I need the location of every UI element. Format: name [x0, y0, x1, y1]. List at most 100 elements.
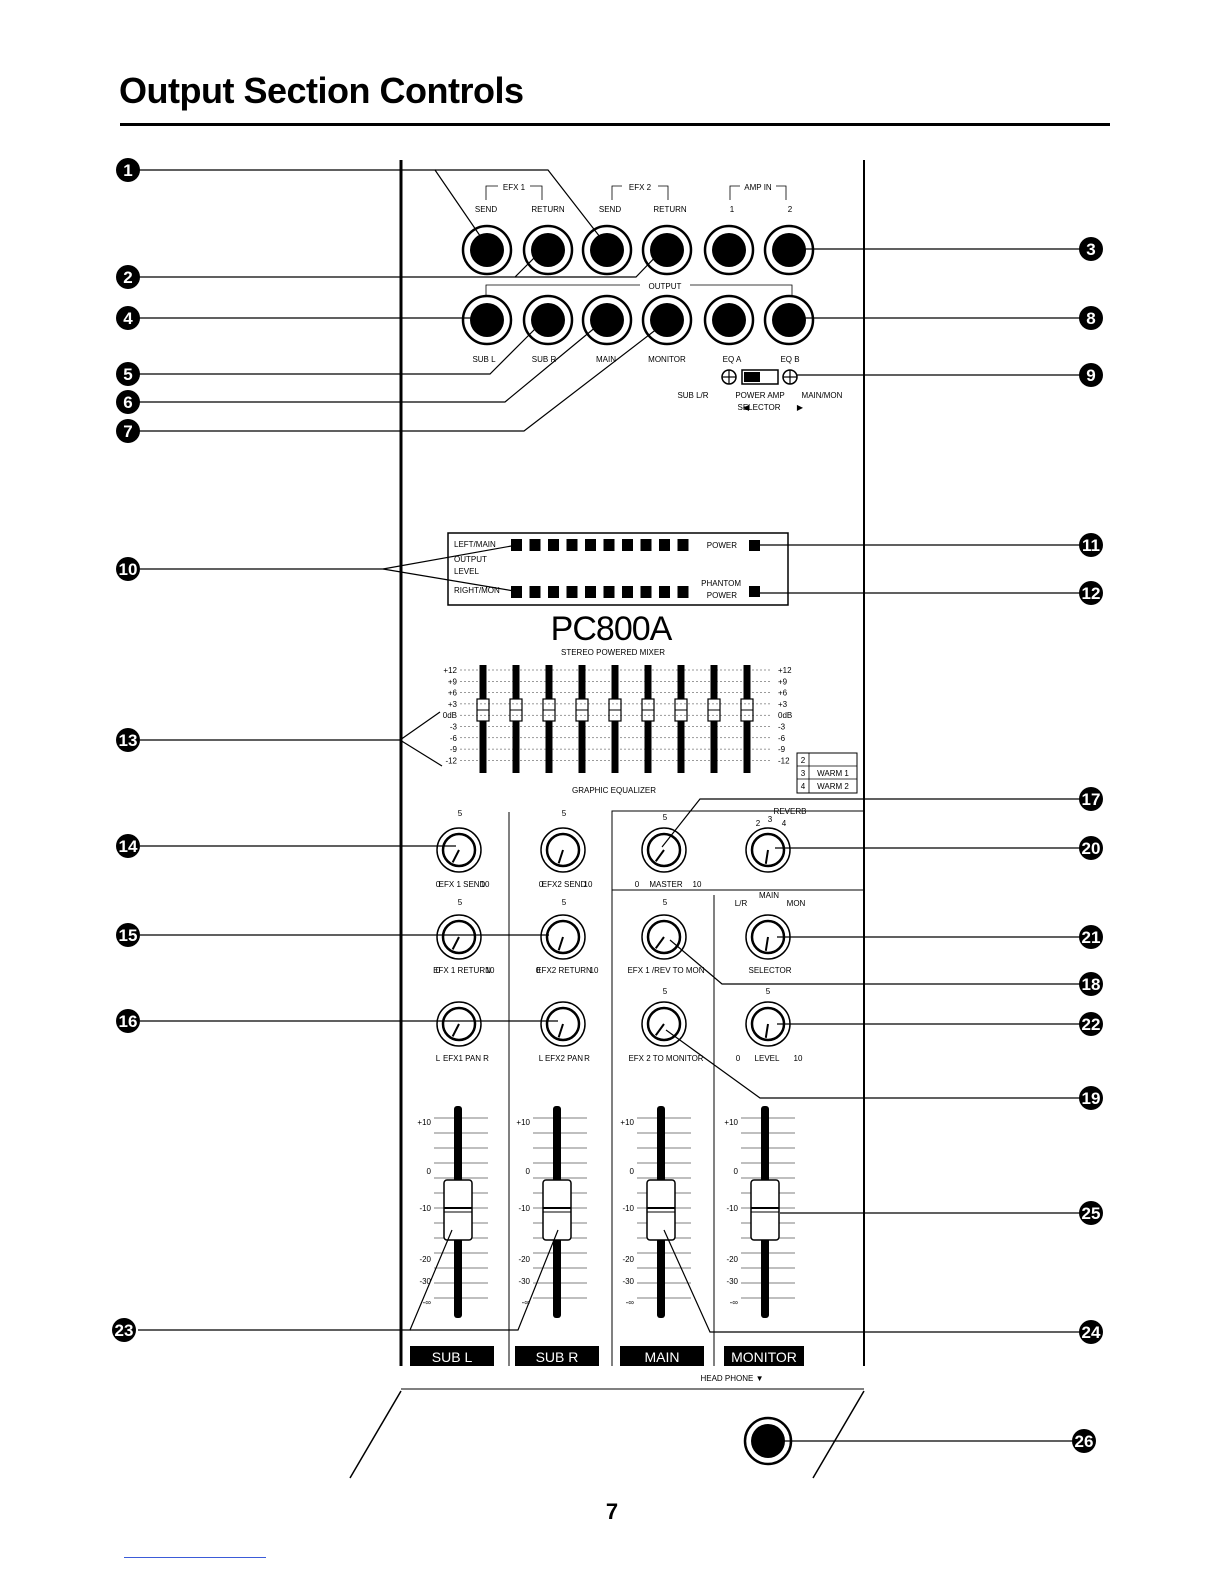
- efx2-pan-knob[interactable]: [540, 1001, 586, 1047]
- fader-1[interactable]: [434, 1106, 488, 1318]
- knob-center-mark: 5: [663, 898, 668, 907]
- selector-left-arrow: ◀: [743, 403, 750, 412]
- meter-output-label: OUTPUT: [454, 555, 487, 564]
- meter-level-label: LEVEL: [454, 567, 479, 576]
- knob-max-mark: 10: [794, 1054, 803, 1063]
- meter-led: [659, 586, 670, 598]
- eq-scale-left: -6: [450, 734, 458, 743]
- meter-led: [640, 586, 652, 598]
- meter-led: [659, 539, 670, 551]
- mon-label: MON: [787, 899, 806, 908]
- callout-8: 8: [1079, 306, 1103, 330]
- main-label: MAIN: [759, 891, 779, 900]
- level-knob[interactable]: [745, 1001, 791, 1047]
- fader-3[interactable]: [637, 1106, 691, 1318]
- reverb-preset-num-2: 2: [801, 756, 806, 765]
- reverb-mark-4: 4: [782, 819, 787, 828]
- efx1-return-knob[interactable]: [436, 914, 482, 960]
- bottom-jack-5[interactable]: [703, 294, 755, 346]
- callout-20: 20: [1079, 836, 1103, 860]
- eq-band-slider[interactable]: [707, 665, 721, 773]
- top-jack-3[interactable]: [581, 224, 633, 276]
- eq-band-slider[interactable]: [575, 665, 589, 773]
- eq-band-slider[interactable]: [674, 665, 688, 773]
- pan-right-mark: R: [584, 1054, 590, 1063]
- headphone-label: HEAD PHONE ▼: [700, 1374, 763, 1383]
- knob-center-mark: 5: [766, 987, 771, 996]
- meter-led: [622, 586, 633, 598]
- knob-labels-row2: 5 5 5 MAIN L/R MON 0 10 EFX 1 RETURN 0 1…: [433, 891, 805, 975]
- callout-12: 12: [1079, 581, 1103, 605]
- top-jack-5[interactable]: [703, 224, 755, 276]
- panel-outline: [349, 160, 865, 1479]
- efx1rev-to-mon-label: EFX 1 /REV TO MON: [627, 966, 704, 975]
- fader-scale-label: -∞: [626, 1298, 635, 1307]
- ampin-group-label: AMP IN: [744, 183, 772, 192]
- fader-4[interactable]: [741, 1106, 795, 1318]
- meter-led-row-right: [511, 586, 689, 598]
- fader-label-plate: [410, 1346, 494, 1366]
- eq-scale-right: +9: [778, 677, 788, 686]
- efx2-return-knob[interactable]: [540, 914, 586, 960]
- efx2-to-monitor-knob[interactable]: [641, 1001, 687, 1047]
- efx1rev-to-mon-knob[interactable]: [641, 914, 687, 960]
- top-jack-2[interactable]: [522, 224, 574, 276]
- efx1-pan-label: EFX1 PAN: [443, 1054, 481, 1063]
- top-jack-label-3: SEND: [599, 205, 621, 214]
- reverb-mark-3: 3: [768, 815, 773, 824]
- eq-band-slider[interactable]: [608, 665, 622, 773]
- meter-led: [603, 586, 615, 598]
- svg-text:2: 2: [123, 268, 132, 287]
- pan-left-mark: L: [436, 1054, 441, 1063]
- fader-scale-label: +10: [417, 1118, 431, 1127]
- lr-label: L/R: [735, 899, 748, 908]
- callout-leader-lines: [138, 169, 1080, 1442]
- efx1-send-knob[interactable]: [436, 827, 482, 873]
- fader-2[interactable]: [533, 1106, 587, 1318]
- reverb-preset-num-3: 3: [801, 769, 806, 778]
- master-knob[interactable]: [641, 827, 687, 873]
- footer-link-line: [124, 1557, 266, 1558]
- top-jack-1[interactable]: [461, 224, 513, 276]
- knob-center-mark: 5: [458, 898, 463, 907]
- meter-left-main-label: LEFT/MAIN: [454, 540, 496, 549]
- top-jack-4[interactable]: [641, 224, 693, 276]
- eq-band-slider[interactable]: [641, 665, 655, 773]
- bottom-jack-4[interactable]: [641, 294, 693, 346]
- eq-scale-right: +6: [778, 689, 788, 698]
- eq-band-slider[interactable]: [542, 665, 556, 773]
- power-amp-selector-switch[interactable]: [721, 369, 798, 385]
- bottom-jack-2[interactable]: [522, 294, 574, 346]
- callout-11: 11: [1079, 533, 1103, 557]
- svg-text:22: 22: [1082, 1015, 1101, 1034]
- knob-center-mark: 5: [663, 987, 668, 996]
- fader-scale-label: +10: [516, 1118, 530, 1127]
- svg-text:20: 20: [1082, 839, 1101, 858]
- meter-right-mon-label: RIGHT/MON: [454, 586, 500, 595]
- eq-band-slider[interactable]: [740, 665, 754, 773]
- efx1-pan-knob[interactable]: [436, 1001, 482, 1047]
- top-jack-6[interactable]: [763, 224, 815, 276]
- reverb-knob[interactable]: [745, 827, 791, 873]
- selector-bottom-label: SELECTOR: [738, 403, 781, 412]
- meter-led: [677, 539, 689, 551]
- eq-scale-left: +12: [443, 666, 457, 675]
- pan-right-mark: R: [483, 1054, 489, 1063]
- eq-scale-right: -12: [778, 756, 790, 765]
- bottom-jack-3[interactable]: [581, 294, 633, 346]
- efx2-send-knob[interactable]: [540, 827, 586, 873]
- fader-scale-label: -20: [726, 1255, 738, 1264]
- bottom-jack-1[interactable]: [461, 294, 513, 346]
- svg-text:7: 7: [123, 422, 132, 441]
- svg-text:10: 10: [119, 560, 138, 579]
- meter-led: [529, 539, 541, 551]
- eq-scale-left: +3: [448, 700, 458, 709]
- bottom-jack-label-6: EQ B: [780, 355, 799, 364]
- bottom-jack-6[interactable]: [763, 294, 815, 346]
- fader-scale-label: +10: [620, 1118, 634, 1127]
- eq-band-slider[interactable]: [509, 665, 523, 773]
- eq-band-slider[interactable]: [476, 665, 490, 773]
- eq-scale-left: 0dB: [443, 711, 457, 720]
